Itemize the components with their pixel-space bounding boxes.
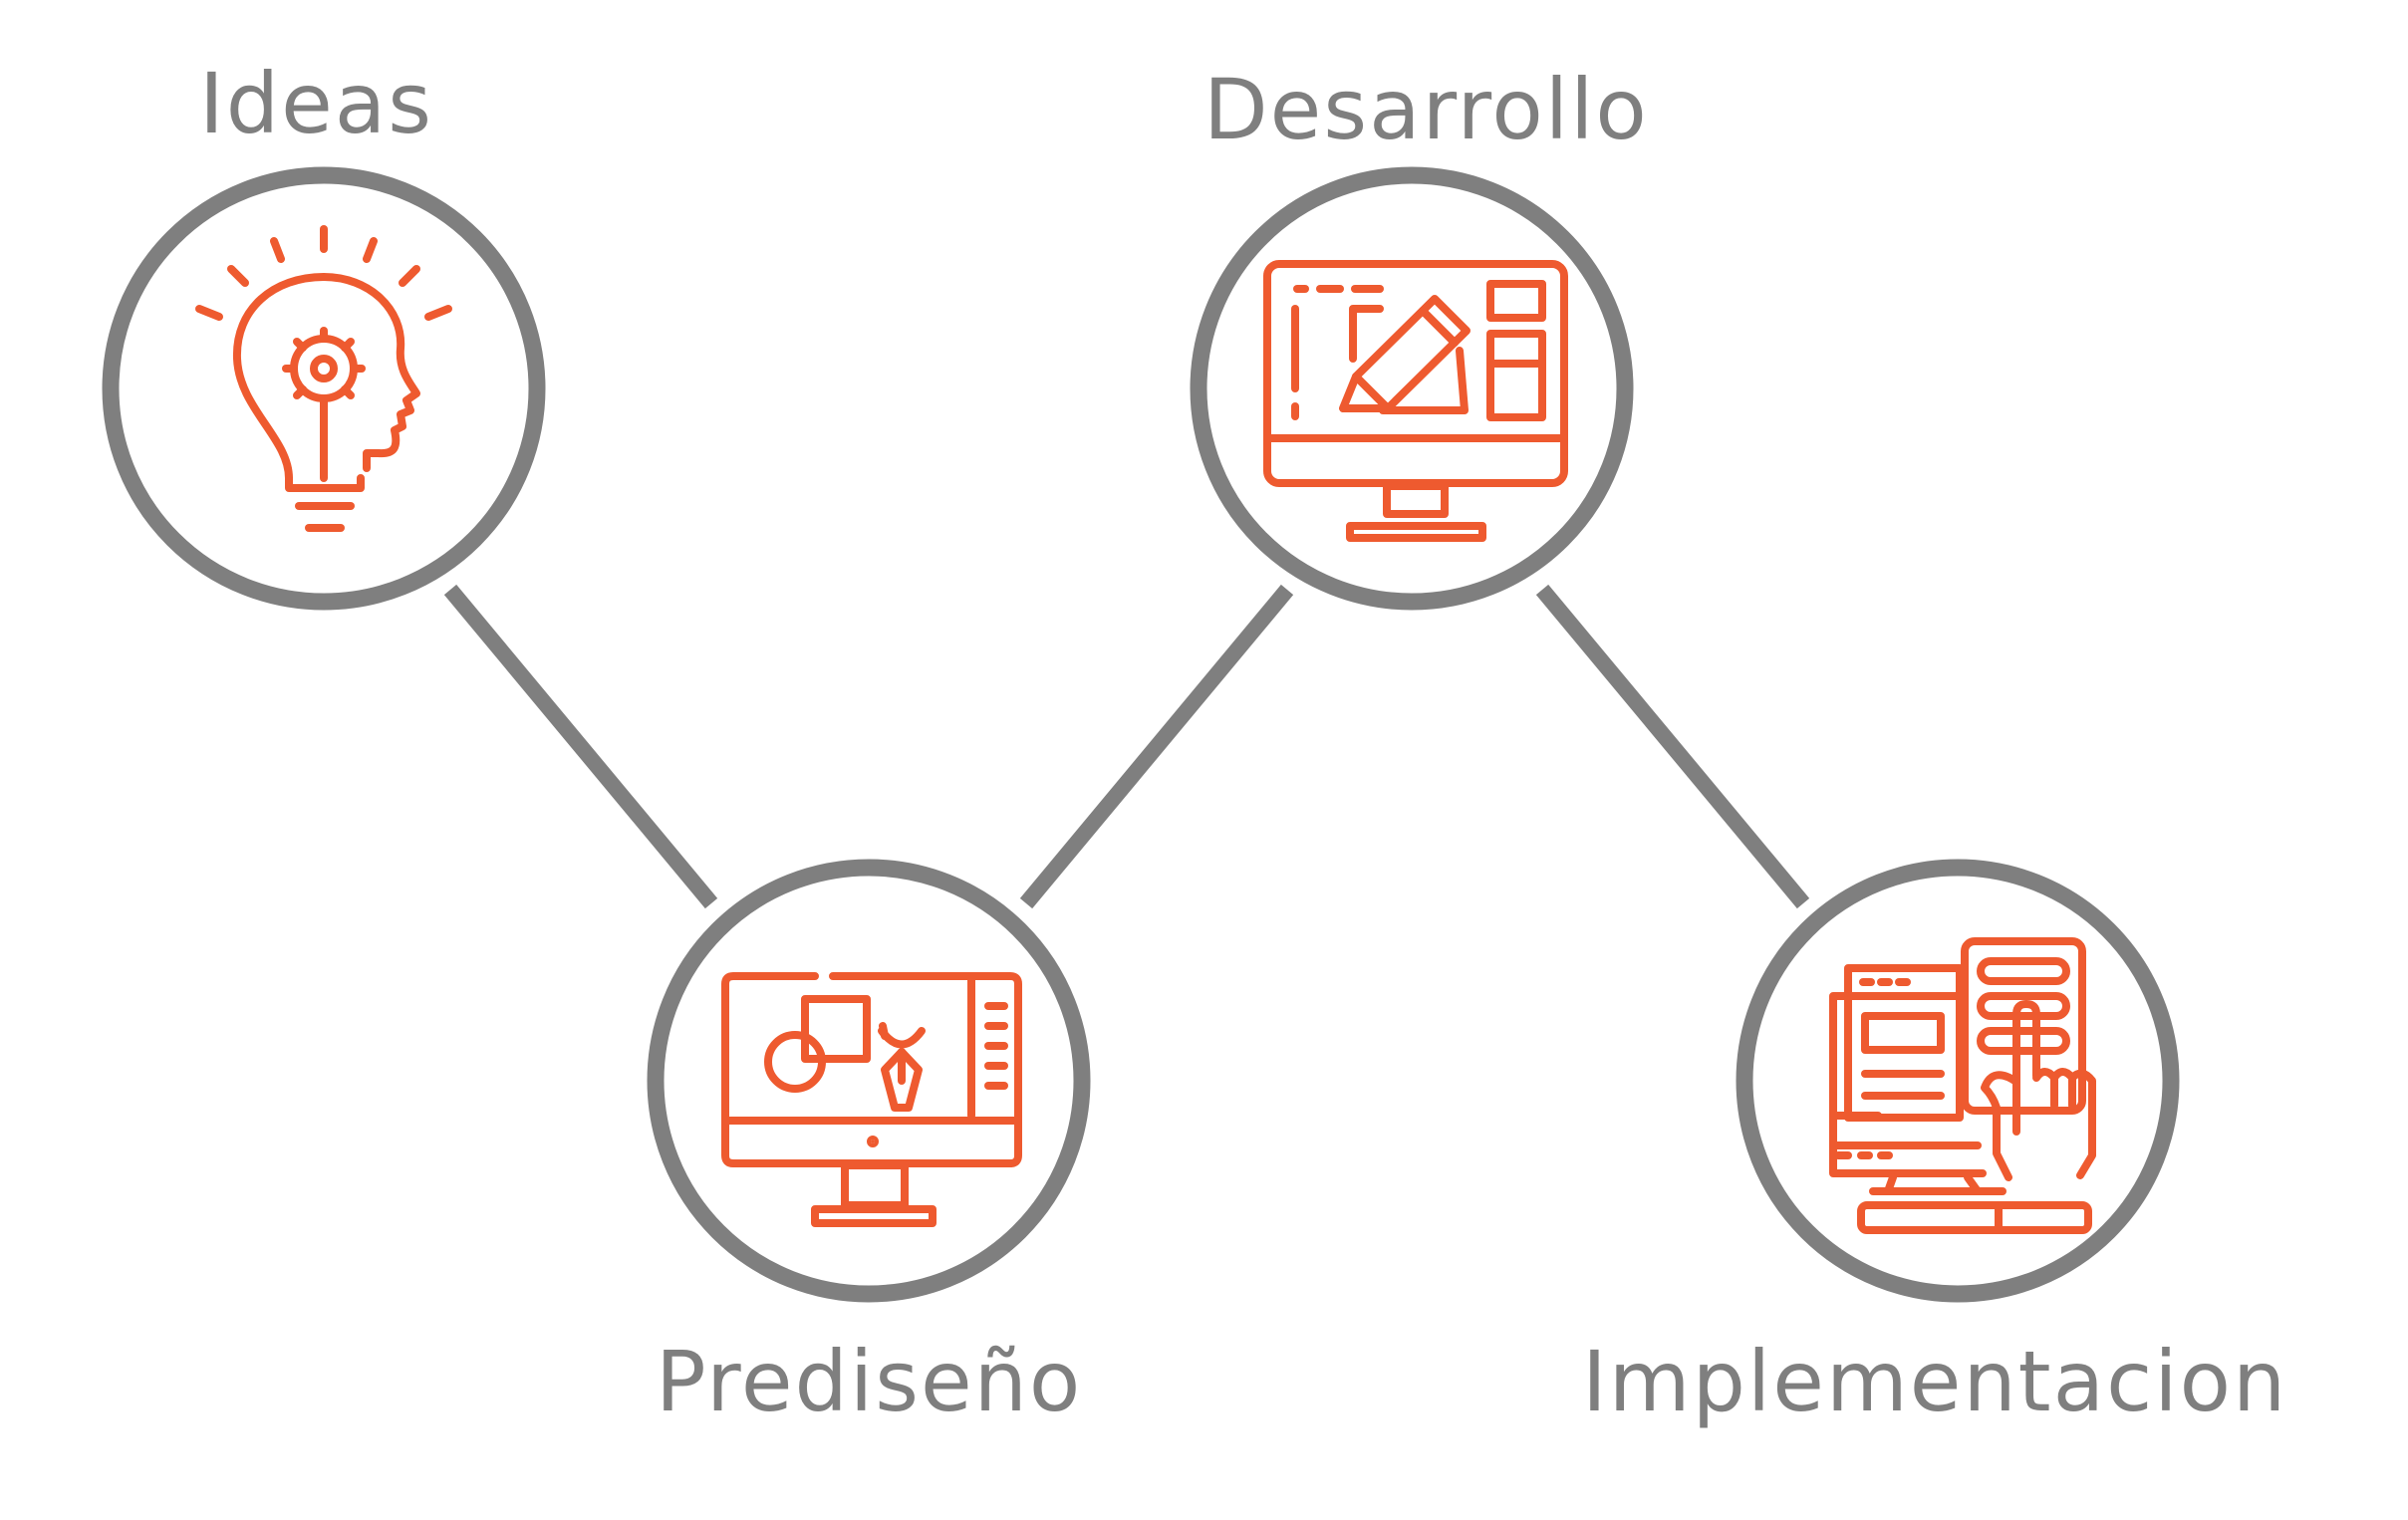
connector-ideas-prediseno [443, 584, 718, 909]
node-label-ideas: Ideas [199, 55, 434, 152]
connector-desarrollo-implementacion [1535, 584, 1810, 909]
node-label-desarrollo: Desarrollo [1204, 61, 1649, 158]
lightbulb-head-gear-icon [195, 225, 452, 532]
browser-server-touch-icon [1829, 937, 2096, 1234]
connector-prediseno-desarrollo [1019, 584, 1294, 909]
node-label-implementacion: Implementacion [1582, 1333, 2288, 1430]
monitor-pencil-layout-icon [1263, 260, 1568, 542]
node-ideas-circle [102, 166, 546, 611]
monitor-design-tools-icon [721, 972, 1022, 1227]
node-label-prediseno: Prediseño [656, 1333, 1083, 1430]
